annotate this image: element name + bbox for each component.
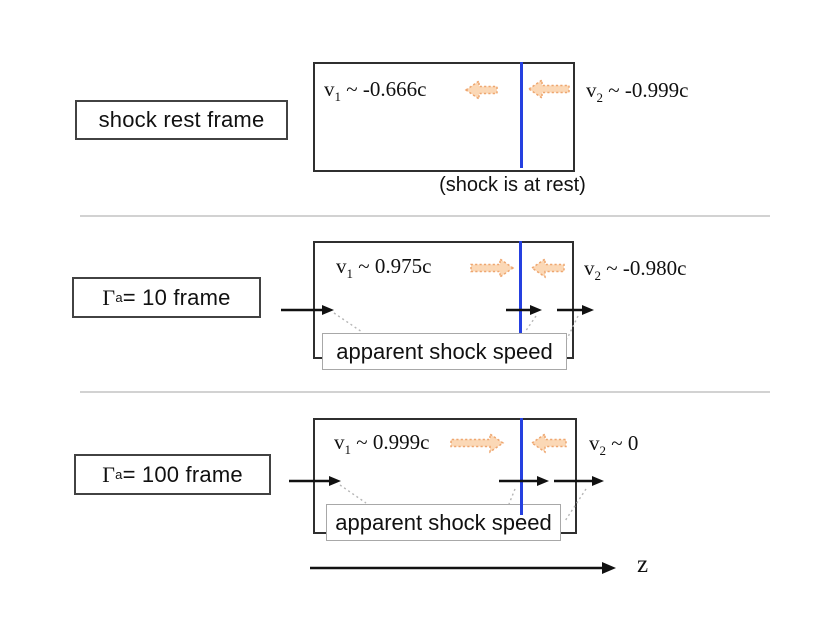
v-symbol: v: [586, 78, 597, 102]
panel-separator: [80, 391, 770, 393]
v-subscript: 1: [334, 89, 342, 105]
v-value: ~ 0.999c: [351, 430, 430, 454]
v-symbol: v: [324, 77, 335, 101]
frame-label-shock-rest: shock rest frame: [75, 100, 288, 140]
v-subscript: 1: [346, 266, 354, 282]
v-subscript: 2: [594, 268, 602, 284]
v-symbol: v: [589, 431, 600, 455]
upstream-velocity-label: v1 ~ 0.999c: [334, 430, 429, 458]
v-value: ~ -0.980c: [601, 256, 687, 280]
frame-label-text: = 100 frame: [122, 461, 243, 487]
gamma-subscript: a: [115, 290, 123, 305]
callout-text: apparent shock speed: [335, 509, 552, 535]
v-symbol: v: [584, 256, 595, 280]
v-symbol: v: [336, 254, 347, 278]
frame-label-text: shock rest frame: [98, 107, 265, 132]
downstream-velocity-label: v2 ~ -0.980c: [584, 256, 686, 284]
gamma-symbol: Γ: [102, 284, 116, 310]
z-axis-label: z: [637, 551, 649, 578]
shock-front-line: [519, 241, 522, 334]
shock-front-line: [520, 418, 523, 515]
v-subscript: 2: [596, 90, 604, 106]
panel-separator: [80, 215, 770, 217]
z-axis-arrow-icon: [310, 562, 616, 574]
apparent-shock-speed-callout: apparent shock speed: [322, 333, 567, 370]
downstream-velocity-label: v2 ~ 0: [589, 431, 638, 459]
upstream-velocity-label: v1 ~ 0.975c: [336, 254, 431, 282]
v-symbol: v: [334, 430, 345, 454]
callout-text: apparent shock speed: [336, 338, 553, 364]
apparent-shock-speed-callout: apparent shock speed: [326, 504, 561, 541]
gamma-symbol: Γ: [102, 461, 116, 487]
v-value: ~ 0: [606, 431, 639, 455]
v-subscript: 2: [599, 443, 607, 459]
v-value: ~ -0.999c: [603, 78, 689, 102]
frame-label-text: = 10 frame: [122, 284, 231, 310]
downstream-velocity-label: v2 ~ -0.999c: [586, 78, 688, 106]
v-value: ~ -0.666c: [341, 77, 427, 101]
v-value: ~ 0.975c: [353, 254, 432, 278]
shock-front-line: [520, 62, 523, 168]
upstream-velocity-label: v1 ~ -0.666c: [324, 77, 426, 105]
v-subscript: 1: [344, 442, 352, 458]
gamma-subscript: a: [115, 467, 123, 482]
shock-rest-caption: (shock is at rest): [439, 174, 586, 196]
